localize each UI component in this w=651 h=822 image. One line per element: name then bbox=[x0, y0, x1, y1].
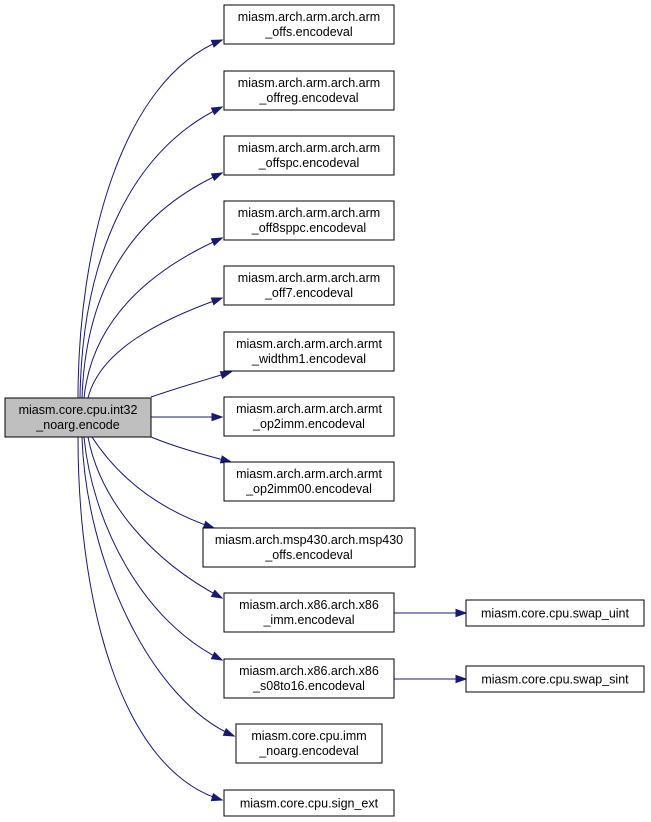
node-label-line2: _offspc.encodeval bbox=[258, 156, 360, 170]
edges-layer bbox=[77, 39, 468, 802]
node-label-line2: _offs.encodeval bbox=[264, 548, 352, 562]
node-box[interactable] bbox=[202, 527, 416, 568]
node-label-line1: miasm.arch.arm.arch.arm bbox=[238, 141, 380, 155]
node-box[interactable] bbox=[465, 665, 645, 693]
arrowhead-n4 bbox=[210, 237, 224, 247]
node-label-line1: miasm.arch.arm.arch.arm bbox=[238, 271, 380, 285]
edge-root-to-n9 bbox=[91, 436, 215, 529]
node-label-line1: miasm.core.cpu.swap_sint bbox=[481, 673, 629, 687]
edge-root-to-n2 bbox=[79, 106, 223, 399]
node-box[interactable] bbox=[223, 396, 395, 437]
arrowhead-n5 bbox=[210, 297, 224, 306]
node-box[interactable] bbox=[223, 265, 395, 306]
node-box[interactable] bbox=[223, 70, 395, 111]
node-label-line1: miasm.arch.x86.arch.x86 bbox=[239, 664, 379, 678]
node-n3[interactable]: miasm.arch.arm.arch.arm_offspc.encodeval bbox=[223, 135, 395, 176]
arrowhead-n12 bbox=[222, 727, 236, 737]
node-label-line2: _off8sppc.encodeval bbox=[251, 221, 366, 235]
node-box[interactable] bbox=[223, 789, 395, 817]
arrowhead-n13 bbox=[210, 793, 224, 802]
node-label-line2: _off7.encodeval bbox=[264, 286, 353, 300]
node-n1[interactable]: miasm.arch.arm.arch.arm_offs.encodeval bbox=[223, 4, 395, 45]
edge-root-to-n4 bbox=[83, 237, 223, 399]
node-label-line1: miasm.arch.arm.arch.arm bbox=[238, 76, 380, 90]
arrowhead-n9 bbox=[202, 520, 216, 529]
node-label-line2: _imm.encodeval bbox=[262, 613, 354, 627]
node-label-line1: miasm.core.cpu.int32 bbox=[19, 403, 138, 417]
node-label-line2: _op2imm00.encodeval bbox=[245, 482, 372, 496]
node-box[interactable] bbox=[223, 135, 395, 176]
node-n9[interactable]: miasm.arch.msp430.arch.msp430_offs.encod… bbox=[202, 527, 416, 568]
node-label-line1: miasm.arch.arm.arch.arm bbox=[238, 206, 380, 220]
node-label-line2: _offs.encodeval bbox=[264, 25, 352, 39]
node-label-line1: miasm.arch.x86.arch.x86 bbox=[239, 598, 379, 612]
node-n14[interactable]: miasm.core.cpu.swap_uint bbox=[465, 599, 645, 627]
arrowhead-n2 bbox=[210, 106, 224, 116]
edge-root-to-n6 bbox=[150, 371, 232, 398]
node-n13[interactable]: miasm.core.cpu.sign_ext bbox=[223, 789, 395, 817]
nodes-layer: miasm.core.cpu.int32_noarg.encode miasm.a… bbox=[4, 4, 645, 817]
arrowhead-n3 bbox=[210, 172, 224, 182]
arrowhead-n11 bbox=[210, 651, 224, 661]
node-label-line2: _widthm1.encodeval bbox=[251, 352, 366, 366]
root-node[interactable]: miasm.core.cpu.int32_noarg.encode bbox=[4, 397, 152, 438]
node-label-line2: _noarg.encode bbox=[35, 418, 119, 432]
edge-root-to-n10 bbox=[87, 436, 223, 599]
node-label-line2: _offreg.encodeval bbox=[258, 91, 358, 105]
node-label-line1: miasm.arch.arm.arch.armt bbox=[236, 467, 382, 481]
node-box[interactable] bbox=[235, 723, 383, 764]
node-box[interactable] bbox=[4, 397, 152, 438]
arrowhead-n1 bbox=[210, 39, 224, 48]
arrowhead-n7 bbox=[211, 412, 224, 422]
node-box[interactable] bbox=[223, 200, 395, 241]
node-n12[interactable]: miasm.core.cpu.imm_noarg.encodeval bbox=[235, 723, 383, 764]
node-label-line1: miasm.arch.arm.arch.armt bbox=[236, 402, 382, 416]
node-n6[interactable]: miasm.arch.arm.arch.armt_widthm1.encodev… bbox=[223, 331, 395, 372]
arrowhead-n14 bbox=[455, 608, 468, 618]
node-n7[interactable]: miasm.arch.arm.arch.armt_op2imm.encodeva… bbox=[223, 396, 395, 437]
node-n10[interactable]: miasm.arch.x86.arch.x86_imm.encodeval bbox=[223, 592, 395, 633]
node-label-line1: miasm.arch.msp430.arch.msp430 bbox=[215, 533, 403, 547]
edge-root-to-n12 bbox=[81, 436, 235, 737]
node-n15[interactable]: miasm.core.cpu.swap_sint bbox=[465, 665, 645, 693]
node-n5[interactable]: miasm.arch.arm.arch.arm_off7.encodeval bbox=[223, 265, 395, 306]
node-label-line1: miasm.core.cpu.sign_ext bbox=[240, 797, 379, 811]
node-label-line2: _s08to16.encodeval bbox=[252, 679, 365, 693]
node-n11[interactable]: miasm.arch.x86.arch.x86_s08to16.encodeva… bbox=[223, 658, 395, 699]
node-box[interactable] bbox=[223, 4, 395, 45]
arrowhead-n6 bbox=[219, 371, 233, 380]
node-label-line1: miasm.core.cpu.swap_uint bbox=[481, 607, 630, 621]
edge-root-to-n3 bbox=[81, 172, 223, 399]
node-label-line2: _op2imm.encodeval bbox=[252, 417, 365, 431]
node-box[interactable] bbox=[465, 599, 645, 627]
edge-root-to-n8 bbox=[150, 436, 232, 463]
edge-root-to-n1 bbox=[77, 39, 223, 399]
edge-root-to-n13 bbox=[77, 436, 223, 801]
node-box[interactable] bbox=[223, 658, 395, 699]
edge-root-to-n11 bbox=[83, 436, 223, 661]
arrowhead-n15 bbox=[455, 674, 468, 684]
node-box[interactable] bbox=[223, 592, 395, 633]
node-box[interactable] bbox=[223, 331, 395, 372]
node-label-line2: _noarg.encodeval bbox=[258, 744, 358, 758]
node-n4[interactable]: miasm.arch.arm.arch.arm_off8sppc.encodev… bbox=[223, 200, 395, 241]
node-label-line1: miasm.core.cpu.imm bbox=[251, 729, 366, 743]
edge-root-to-n5 bbox=[87, 297, 223, 399]
node-box[interactable] bbox=[223, 461, 395, 502]
node-label-line1: miasm.arch.arm.arch.arm bbox=[238, 10, 380, 24]
node-n8[interactable]: miasm.arch.arm.arch.armt_op2imm00.encode… bbox=[223, 461, 395, 502]
node-n2[interactable]: miasm.arch.arm.arch.arm_offreg.encodeval bbox=[223, 70, 395, 111]
arrowhead-n10 bbox=[210, 589, 224, 599]
node-label-line1: miasm.arch.arm.arch.armt bbox=[236, 337, 382, 351]
